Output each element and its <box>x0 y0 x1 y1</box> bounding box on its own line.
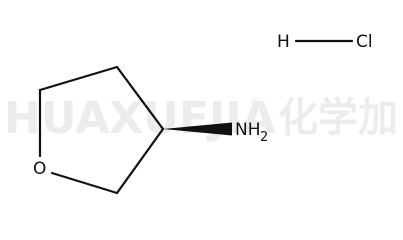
stereo-wedge-bond <box>163 122 232 136</box>
amine-label: NH <box>235 120 261 140</box>
ring-oxygen-label: O <box>33 159 46 179</box>
ring-bonds <box>38 65 165 195</box>
watermark-registered-mark: ® <box>250 95 262 109</box>
watermark-latin: HUAXUEJIA <box>4 93 276 144</box>
structure-canvas: HUAXUEJIA ® 化学加 O NH 2 H Cl <box>4 32 398 195</box>
bond-c3-c2 <box>115 127 165 195</box>
bond-c4-c3 <box>115 65 165 131</box>
bond-c5-c4 <box>38 65 119 92</box>
bond-c2-o1 <box>50 171 119 195</box>
hcl-hydrogen-label: H <box>277 32 290 52</box>
watermark-cjk: 化学加 <box>278 95 398 141</box>
hcl-chlorine-label: Cl <box>356 32 373 52</box>
watermark: HUAXUEJIA ® 化学加 <box>4 93 398 144</box>
amine-subscript: 2 <box>260 130 268 145</box>
